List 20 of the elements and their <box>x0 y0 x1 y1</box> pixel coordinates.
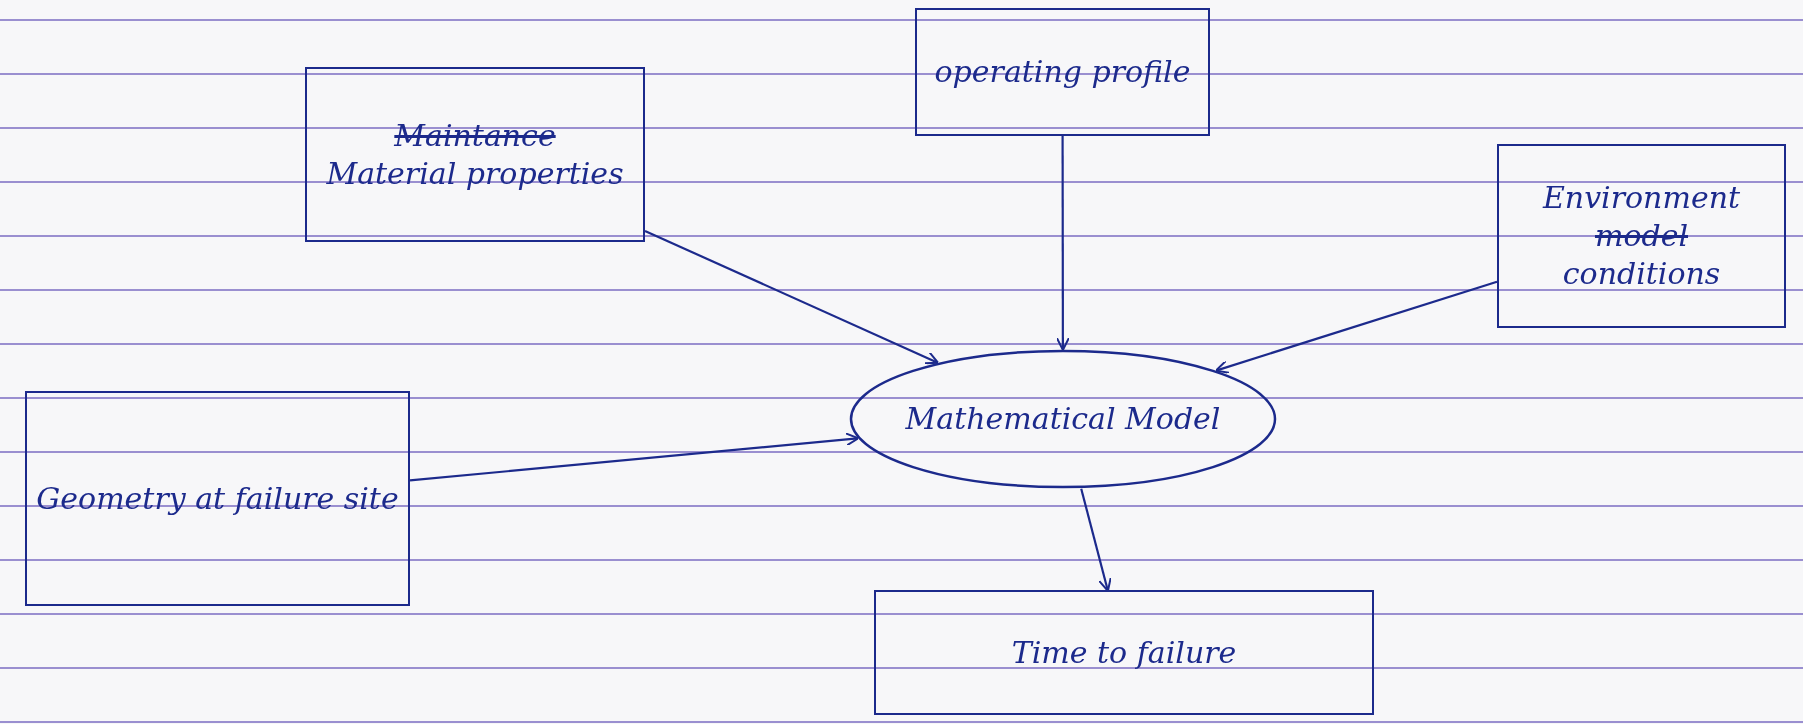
node-label: Mathematical Model <box>905 401 1221 437</box>
arrow <box>409 432 860 482</box>
arrow <box>1080 488 1112 592</box>
struck-text: model <box>1594 218 1689 254</box>
node-label: Environment <box>1542 180 1741 216</box>
process-box <box>915 8 1210 136</box>
node-label: Time to failure <box>1011 634 1237 671</box>
node-label: Geometry at failure site <box>36 480 399 517</box>
process-box <box>305 67 645 242</box>
arrow <box>644 229 940 365</box>
model-ellipse <box>849 349 1277 489</box>
arrow <box>1055 136 1070 351</box>
process-box <box>874 590 1374 715</box>
process-box <box>25 391 410 606</box>
node-label: Material properties <box>326 155 624 192</box>
arrow <box>1214 280 1498 374</box>
struck-text: Maintance <box>394 117 556 154</box>
node-label: operating profile <box>934 54 1191 90</box>
process-box <box>1497 144 1786 328</box>
node-label: conditions <box>1562 256 1721 292</box>
